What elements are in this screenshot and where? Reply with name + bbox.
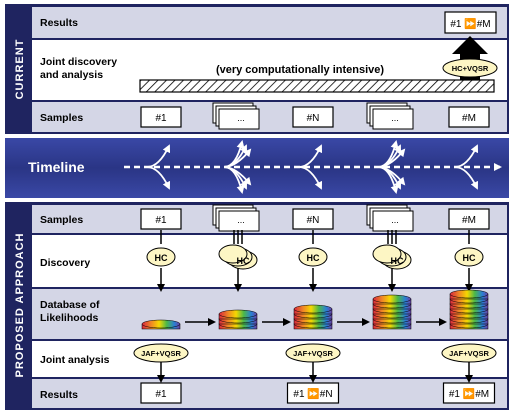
result-box xyxy=(442,382,496,404)
current-sample-stack-box xyxy=(372,108,414,130)
hc-oval xyxy=(454,247,484,267)
proposed-section: PROPOSED APPROACH Samples Discovery Data… xyxy=(5,202,509,410)
proposed-results-row xyxy=(32,379,507,408)
proposed-joint-row xyxy=(32,341,507,377)
proposed-sample-label: ... xyxy=(391,215,399,225)
current-sample-box xyxy=(140,106,182,128)
proposed-samples-row xyxy=(32,205,507,233)
current-section-label: CURRENT xyxy=(14,39,26,100)
hc-text: HC xyxy=(307,253,320,263)
timeline-fork-down xyxy=(454,166,479,190)
proposed-discovery: HC HC HC HC HC xyxy=(146,230,484,292)
proposed-sample-box xyxy=(292,208,334,230)
proposed-sample-stack-box xyxy=(218,210,260,232)
proposed-sample-label: #N xyxy=(307,215,320,226)
current-samples: #1... #N... #M xyxy=(140,102,490,130)
timeline-fork-down xyxy=(377,166,406,186)
proposed-database xyxy=(141,289,489,330)
current-sample-box xyxy=(292,106,334,128)
proposed-discovery-row xyxy=(32,235,507,287)
current-sample-label: ... xyxy=(391,113,399,123)
current-hc-vqsr-text: HC+VQSR xyxy=(452,64,489,73)
current-results-label: Results xyxy=(40,17,78,29)
timeline-label: Timeline xyxy=(28,159,85,175)
proposed-discovery-label: Discovery xyxy=(40,257,90,269)
timeline-band: Timeline xyxy=(5,138,509,198)
database-layer-top xyxy=(449,289,489,299)
database-layer-top xyxy=(293,304,333,314)
proposed-samples-label: Samples xyxy=(40,214,83,226)
current-sample-box xyxy=(448,106,490,128)
proposed-section-label: PROPOSED APPROACH xyxy=(14,233,26,378)
hc-oval xyxy=(372,244,402,264)
current-hc-vqsr-oval xyxy=(442,58,498,78)
proposed-joint: JAF+VQSR JAF+VQSR JAF+VQSR xyxy=(133,343,497,383)
proposed-results: #1 #1 ⏩#N #1 ⏩#M xyxy=(140,382,496,404)
hc-oval xyxy=(218,244,248,264)
proposed-sample-label: #M xyxy=(462,215,476,226)
hc-text: HC xyxy=(391,256,404,266)
current-sample-stack-box xyxy=(218,108,260,130)
current-samples-row xyxy=(32,102,507,132)
proposed-sample-box xyxy=(448,208,490,230)
database-layer-top xyxy=(218,309,258,319)
result-box xyxy=(286,382,340,404)
proposed-results-label: Results xyxy=(40,389,78,401)
proposed-joint-label: Joint analysis xyxy=(40,354,110,366)
current-results-box xyxy=(444,11,497,34)
database-layer-top xyxy=(141,319,181,329)
proposed-samples: #1... #N... #M xyxy=(140,204,490,232)
proposed-sample-label: #1 xyxy=(155,215,167,226)
result-box xyxy=(140,382,182,404)
current-results-text: #1 ⏩#M xyxy=(450,17,490,30)
hc-oval xyxy=(298,247,328,267)
intensive-bar xyxy=(139,79,495,93)
database-layer-top xyxy=(372,294,412,304)
current-sample-label: ... xyxy=(237,113,245,123)
proposed-sample-label: ... xyxy=(237,215,245,225)
hc-text: HC xyxy=(237,256,250,266)
proposed-sample-stack-box xyxy=(372,210,414,232)
current-sample-label: #M xyxy=(462,113,476,124)
hc-text: HC xyxy=(463,253,476,263)
current-sample-label: #1 xyxy=(155,113,167,124)
intensive-note: (very computationally intensive) xyxy=(216,64,384,76)
hc-oval xyxy=(146,247,176,267)
result-text: #1 ⏩#N xyxy=(293,387,332,400)
current-results-row xyxy=(32,7,507,38)
timeline-fork-down xyxy=(298,166,323,190)
proposed-database-row xyxy=(32,289,507,339)
jaf-vqsr-text: JAF+VQSR xyxy=(449,349,489,358)
proposed-sample-box xyxy=(140,208,182,230)
jaf-vqsr-text: JAF+VQSR xyxy=(293,349,333,358)
timeline-fork-down xyxy=(223,166,252,186)
timeline-fork-down xyxy=(146,166,171,190)
result-text: #1 ⏩#M xyxy=(449,387,489,400)
current-sample-label: #N xyxy=(307,113,320,124)
jaf-vqsr-text: JAF+VQSR xyxy=(141,349,181,358)
current-samples-label: Samples xyxy=(40,112,83,124)
result-text: #1 xyxy=(155,389,167,400)
timeline-forks xyxy=(146,140,479,194)
hc-text: HC xyxy=(155,253,168,263)
